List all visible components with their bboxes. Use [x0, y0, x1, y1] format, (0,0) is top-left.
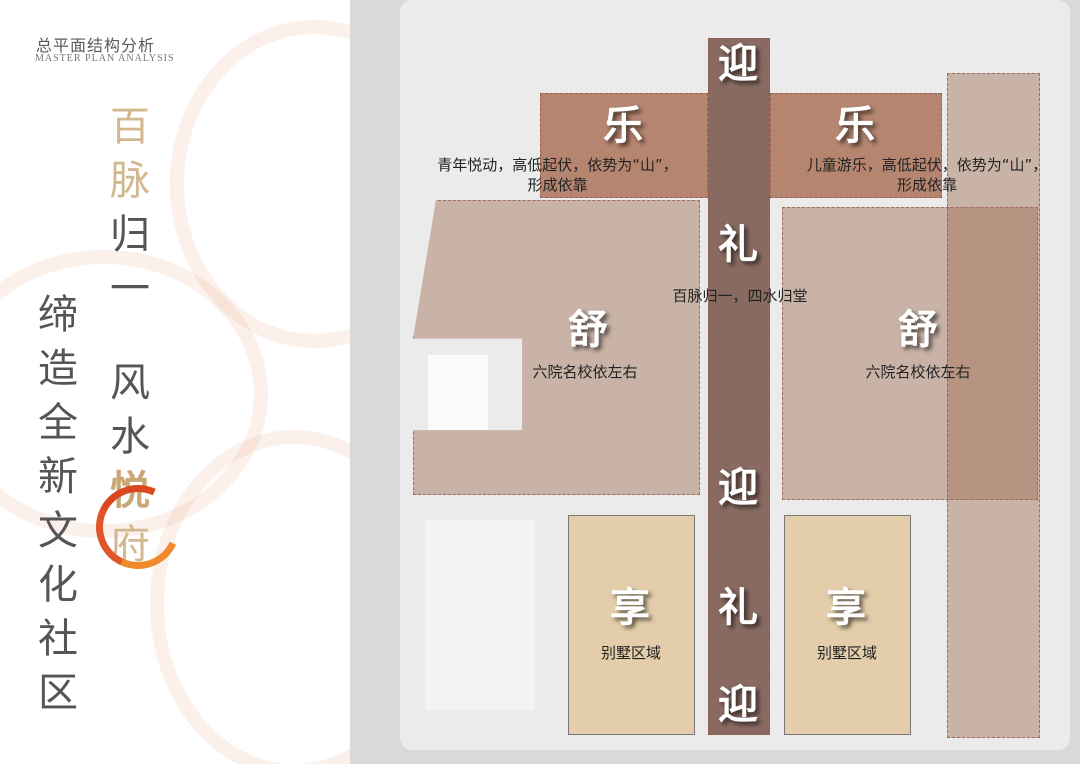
slogan-column-left: 缔 造 全 新 文 化 社 区 — [38, 288, 78, 720]
zone-xiang-right — [784, 515, 911, 735]
building-block — [428, 355, 488, 430]
page-title: 总平面结构分析 — [36, 36, 156, 55]
zone-shu-right — [782, 207, 1038, 500]
axis-li-upper: 礼 — [718, 222, 758, 268]
slogan-char: 脉 — [110, 158, 150, 204]
zone-shu-left-glyph: 舒 — [568, 307, 608, 353]
zone-xiang-left-caption: 别墅区域 — [600, 644, 661, 662]
slogan-char: 造 — [38, 346, 78, 392]
central-axis — [708, 38, 770, 735]
left-panel: 总平面结构分析 MASTER PLAN ANALYSIS 百 脉 归 一 风 水… — [0, 0, 350, 764]
axis-ying-bottom: 迎 — [718, 682, 758, 728]
slogan-char: 归 — [110, 212, 150, 258]
zone-le-left-glyph: 乐 — [603, 103, 643, 149]
page-subtitle: MASTER PLAN ANALYSIS — [35, 53, 175, 64]
zone-xiang-right-caption: 别墅区域 — [816, 644, 877, 662]
slogan-char: 缔 — [38, 292, 78, 338]
zone-le-right-glyph: 乐 — [835, 103, 875, 149]
slogan-char: 百 — [110, 104, 150, 150]
zone-shu-left-caption: 六院名校依左右 — [532, 363, 638, 381]
slogan-char-highlight: 悦 — [110, 468, 150, 514]
zone-xiang-right-glyph: 享 — [826, 585, 866, 631]
master-plan-map: 迎 乐 乐 青年悦动，高低起伏，依势为“山”， 形成依靠 儿童游乐，高低起伏，依… — [350, 0, 1080, 764]
slogan-char: 社 — [38, 616, 78, 662]
slogan-char: 一 — [110, 266, 150, 312]
zone-east-strip — [947, 73, 1040, 738]
building-block — [425, 520, 535, 710]
axis-ying-top: 迎 — [718, 41, 758, 87]
zone-shu-right-glyph: 舒 — [898, 307, 938, 353]
zone-xiang-left — [568, 515, 695, 735]
zone-le-right-caption: 儿童游乐，高低起伏，依势为“山”， 形成依靠 — [806, 156, 1048, 194]
slogan-column-right: 百 脉 归 一 风 水 悦 府 — [110, 100, 150, 572]
slogan-char: 全 — [38, 400, 78, 446]
zone-le-left — [540, 93, 708, 198]
slogan-char: 新 — [38, 454, 78, 500]
slogan-char: 府 — [110, 522, 150, 568]
zone-shu-right-caption: 六院名校依左右 — [865, 363, 971, 381]
slogan-char: 化 — [38, 562, 78, 608]
axis-li-upper-caption: 百脉归一，四水归堂 — [672, 287, 808, 305]
zone-xiang-left-glyph: 享 — [610, 585, 650, 631]
zone-le-right — [770, 93, 942, 198]
slogan-char: 风 — [110, 360, 150, 406]
axis-ying-middle: 迎 — [718, 465, 758, 511]
zone-le-left-caption: 青年悦动，高低起伏，依势为“山”， 形成依靠 — [437, 156, 678, 194]
slogan-char: 水 — [110, 414, 150, 460]
axis-li-lower: 礼 — [718, 585, 758, 631]
slogan-char: 文 — [38, 508, 78, 554]
slogan-char: 区 — [38, 670, 78, 716]
